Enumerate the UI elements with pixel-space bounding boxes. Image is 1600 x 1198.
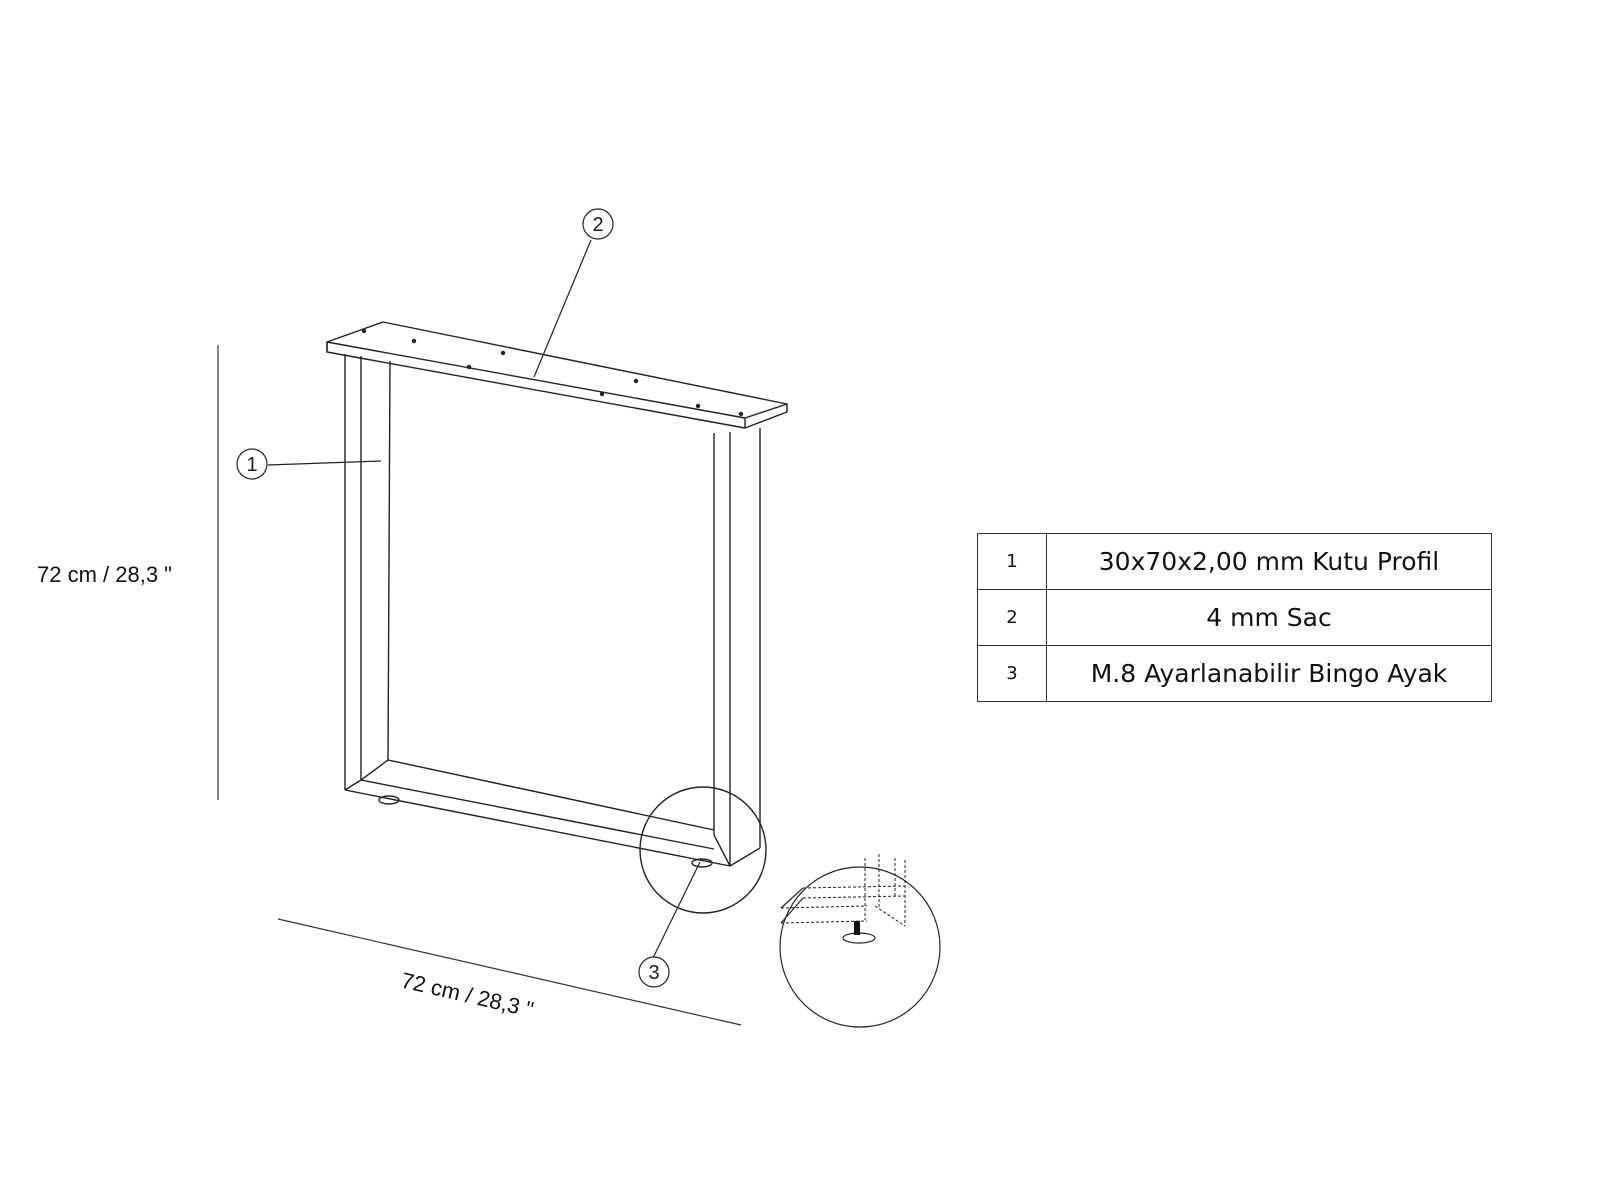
left-leg-profile	[344, 354, 391, 790]
part-number: 2	[977, 589, 1047, 646]
part-description: 30x70x2,00 mm Kutu Profil	[1046, 533, 1492, 590]
bottom-rail-profile	[344, 759, 731, 867]
part-number: 1	[977, 533, 1047, 590]
adjustable-feet	[378, 795, 713, 868]
parts-table: 1 30x70x2,00 mm Kutu Profil 2 4 mm Sac 3…	[977, 533, 1492, 702]
callout-1-bubble	[236, 448, 268, 480]
mounting-holes	[361, 328, 744, 417]
callout-3-leader	[652, 861, 701, 959]
table-row: 2 4 mm Sac	[977, 589, 1492, 646]
callout-1-label: 1	[246, 454, 257, 476]
part-description: M.8 Ayarlanabilir Bingo Ayak	[1046, 645, 1492, 702]
foot-detail-view	[779, 854, 941, 1028]
callout-1-leader	[267, 460, 382, 466]
callout-2-label: 2	[592, 214, 603, 236]
detail-circle	[639, 786, 767, 914]
height-dimension-label: 72 cm / 28,3 "	[37, 562, 172, 587]
width-dimension-label: 72 cm / 28,3 "	[399, 968, 536, 1023]
callout-3-bubble	[638, 956, 670, 988]
top-plate	[326, 321, 788, 429]
table-row: 3 M.8 Ayarlanabilir Bingo Ayak	[977, 645, 1492, 702]
callout-3-label: 3	[648, 962, 659, 984]
right-leg-profile	[713, 428, 761, 867]
table-row: 1 30x70x2,00 mm Kutu Profil	[977, 533, 1492, 590]
callout-2-bubble	[582, 208, 614, 240]
width-dimension-line	[277, 918, 742, 1026]
part-number: 3	[977, 645, 1047, 702]
part-description: 4 mm Sac	[1046, 589, 1492, 646]
callout-2-leader	[533, 239, 592, 378]
